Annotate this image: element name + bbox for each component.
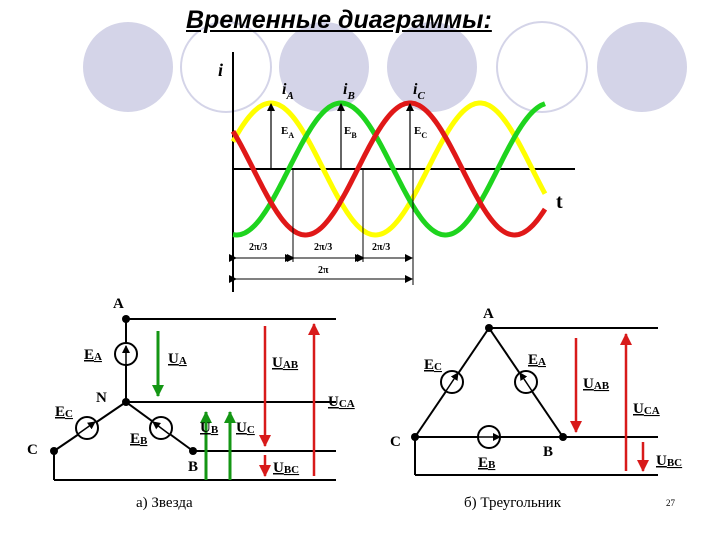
interval-label: 2π/3 xyxy=(249,242,267,253)
star-node-c-label: C xyxy=(27,442,38,458)
delta-node-c-label: C xyxy=(390,434,401,450)
node-a-dot xyxy=(122,315,130,323)
ib-label: iB xyxy=(343,81,355,102)
ec-timing-label: EC xyxy=(414,125,427,140)
delta-node-b-dot xyxy=(559,433,567,441)
ic-label: iC xyxy=(413,81,425,102)
delta-ec-source-symbol xyxy=(440,370,464,394)
star-node-a-label: A xyxy=(113,296,124,312)
star-ub-label: UB xyxy=(200,420,219,436)
delta-uab-label: UAB xyxy=(583,376,610,392)
delta-eb-source-symbol xyxy=(477,425,501,449)
delta-uca-label: UCA xyxy=(633,401,660,417)
delta-ea-label: EA xyxy=(528,352,546,368)
node-c-dot xyxy=(50,447,58,455)
ia-label: iA xyxy=(282,81,294,102)
star-node-n-label: N xyxy=(96,390,107,406)
background-circle xyxy=(597,22,687,112)
slide-title: Временные диаграммы: xyxy=(186,6,492,34)
background-circle xyxy=(279,22,369,112)
delta-eb-label: EB xyxy=(478,455,496,471)
period-label: 2π xyxy=(318,265,329,276)
background-circle xyxy=(387,22,477,112)
eb-timing-label: EB xyxy=(344,125,357,140)
decorative-circles xyxy=(83,21,687,113)
star-ubc-label: UBC xyxy=(273,460,299,476)
star-uab-label: UAB xyxy=(272,355,299,371)
ea-timing-label: EA xyxy=(281,125,294,140)
star-caption: а) Звезда xyxy=(136,495,193,511)
background-circle xyxy=(496,21,588,113)
i-axis-label: i xyxy=(218,60,223,80)
delta-diagram: A B C EC EA EB UAB UCA UBC б) Треугольни… xyxy=(390,306,682,511)
star-ua-label: UA xyxy=(168,351,187,367)
delta-node-a-label: A xyxy=(483,306,494,322)
page-number: 27 xyxy=(666,498,676,508)
star-uc-label: UC xyxy=(236,420,255,436)
delta-ubc-label: UBC xyxy=(656,453,682,469)
delta-ea-source-symbol xyxy=(514,370,538,394)
star-node-b-label: B xyxy=(188,459,198,475)
delta-caption: б) Треугольник xyxy=(464,495,562,511)
star-diagram: A N C B EA EC EB UA UB UC UAB UCA UBC xyxy=(27,296,355,511)
t-axis-label: t xyxy=(556,191,563,213)
node-b-dot xyxy=(189,447,197,455)
interval-label: 2π/3 xyxy=(372,242,390,253)
delta-node-a-dot xyxy=(485,324,493,332)
node-n-dot xyxy=(122,398,130,406)
delta-node-b-label: B xyxy=(543,444,553,460)
background-circle xyxy=(83,22,173,112)
ea-source-symbol xyxy=(114,342,138,366)
star-ec-label: EC xyxy=(55,404,73,420)
interval-label: 2π/3 xyxy=(314,242,332,253)
phase-b-current-curve xyxy=(232,100,546,238)
star-eb-label: EB xyxy=(130,431,148,447)
phase-a-current-curve xyxy=(230,100,548,238)
star-uca-label: UCA xyxy=(328,394,355,410)
ec-source-symbol xyxy=(75,416,99,440)
star-ea-label: EA xyxy=(84,347,102,363)
timing-diagram: i t iA iB iC EA EB EC xyxy=(218,52,575,292)
eb-source-symbol xyxy=(149,416,173,440)
delta-node-c-dot xyxy=(411,433,419,441)
background-circle xyxy=(180,21,272,113)
delta-ec-label: EC xyxy=(424,357,442,373)
phase-c-current-curve xyxy=(230,100,548,238)
